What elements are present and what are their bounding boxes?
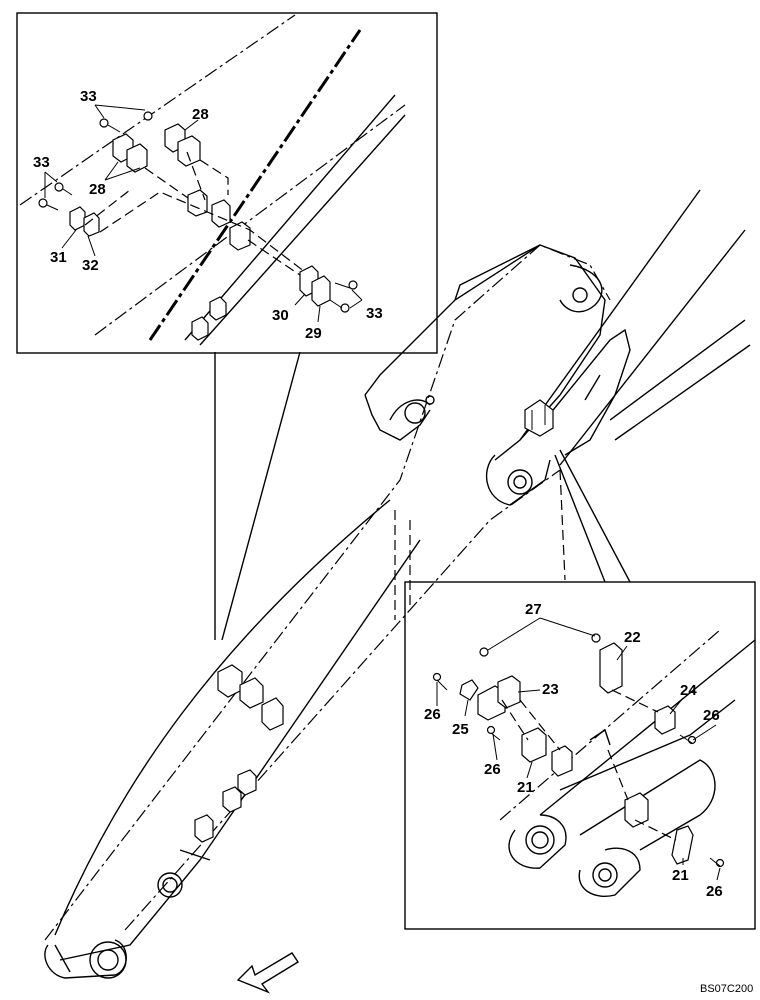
- callout-24: 24: [680, 682, 697, 699]
- callout-27: 27: [525, 601, 542, 618]
- callout-21-b: 21: [672, 867, 689, 884]
- callout-26-a: 26: [424, 706, 441, 723]
- callout-23: 23: [542, 681, 559, 698]
- bottom-detail-inset: 27 22 23 24 26 25 26 26 21 21 26: [404, 449, 756, 930]
- callout-21-a: 21: [517, 779, 534, 796]
- callout-26-c: 26: [484, 761, 501, 778]
- inset-bottom-clamps: [459, 642, 694, 865]
- callout-30: 30: [272, 307, 289, 324]
- callout-32: 32: [82, 257, 99, 274]
- callout-33-a: 33: [80, 88, 97, 105]
- drawing-code: BS07C200: [700, 983, 753, 995]
- callout-22: 22: [624, 629, 641, 646]
- arrow-down-left-icon: [236, 952, 299, 994]
- boom-clamp-group: [194, 664, 284, 843]
- callout-25: 25: [452, 721, 469, 738]
- inset-bolts: [38, 111, 358, 313]
- clamp-boom-head: [524, 399, 554, 437]
- callout-28-b: 28: [89, 181, 106, 198]
- callout-33-b: 33: [33, 154, 50, 171]
- callout-29: 29: [305, 325, 322, 342]
- callout-26-b: 26: [703, 707, 720, 724]
- inset-clamp-upper: [69, 123, 331, 341]
- callout-31: 31: [50, 249, 67, 266]
- top-detail-inset: 33 28 28 33 31 32 30 29 33: [16, 12, 438, 641]
- callout-26-d: 26: [706, 883, 723, 900]
- boom-assembly: [44, 189, 751, 979]
- inset-bottom-bolts: [432, 633, 725, 868]
- callout-28-a: 28: [192, 106, 209, 123]
- callout-33-c: 33: [366, 305, 383, 322]
